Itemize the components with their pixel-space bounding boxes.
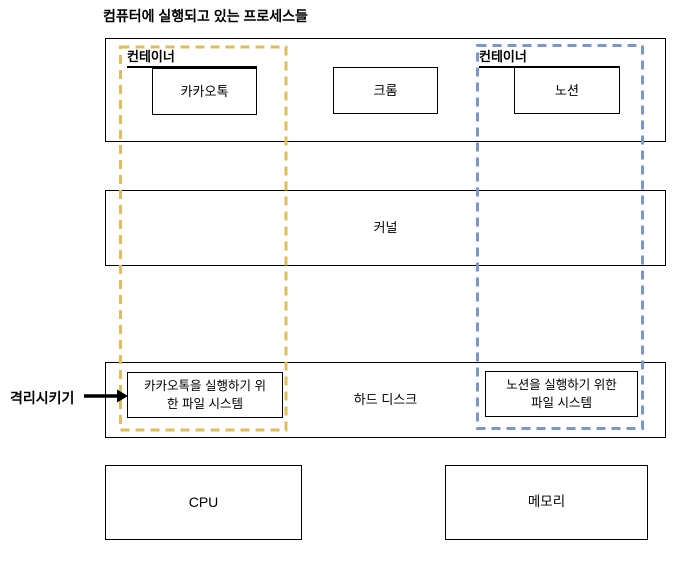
kakaotalk-process-box: 카카오톡 — [152, 68, 257, 115]
container-left-label: 컨테이너 — [127, 49, 257, 68]
memory-box: 메모리 — [445, 465, 648, 540]
notion-filesystem-box: 노션을 실행하기 위한 파일 시스템 — [485, 371, 638, 417]
kakaotalk-filesystem-box: 카카오톡을 실행하기 위 한 파일 시스템 — [127, 372, 283, 418]
cpu-box: CPU — [105, 465, 302, 540]
container-right-label: 컨테이너 — [479, 49, 620, 68]
kernel-box: 커널 — [105, 190, 666, 266]
isolate-label: 격리시키기 — [10, 390, 75, 406]
chrome-process-box: 크롬 — [333, 67, 438, 114]
notion-process-box: 노션 — [514, 67, 620, 114]
diagram-title: 컴퓨터에 실행되고 있는 프로세스들 — [103, 8, 308, 24]
